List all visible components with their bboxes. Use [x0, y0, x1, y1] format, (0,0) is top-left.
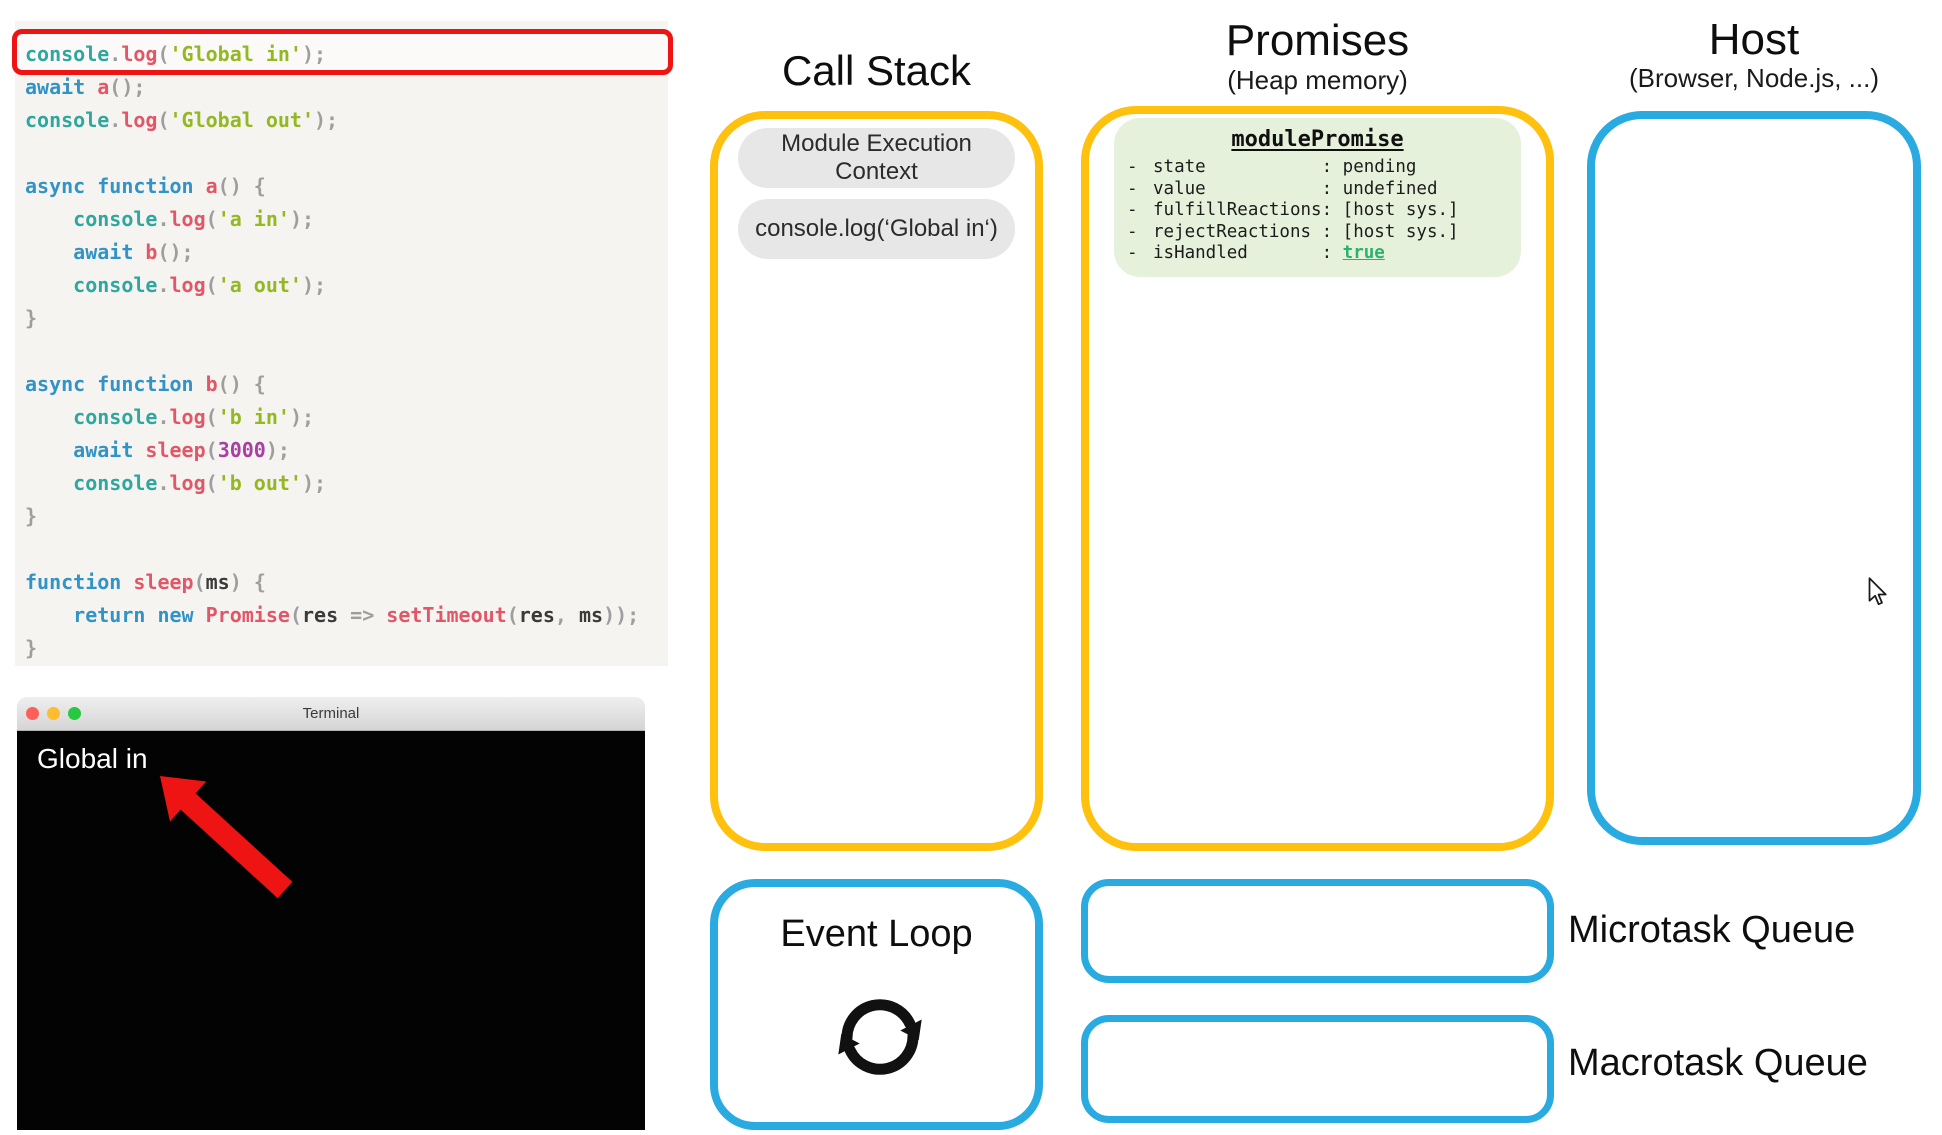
promise-field-row: -state : pending [1127, 157, 1417, 177]
code-line: return new Promise(res => setTimeout(res… [73, 603, 640, 627]
microtask-queue-label: Microtask Queue [1568, 909, 1856, 951]
refresh-icon [838, 999, 922, 1075]
zoom-button[interactable] [68, 707, 81, 720]
code-line: await a(); [25, 75, 146, 99]
promises-title: Promises [1225, 16, 1410, 65]
code-line: await b(); [73, 240, 194, 264]
code-line: } [25, 504, 38, 528]
code-line [25, 533, 668, 566]
code-line: async function a() { [25, 174, 266, 198]
terminal-output: Global in [17, 731, 645, 775]
code-editor: console.log('Global in'); await a(); conso… [12, 21, 673, 666]
promise-field-row: -rejectReactions : [host sys.] [1127, 221, 1459, 242]
terminal-window: Terminal Global in [17, 697, 645, 1131]
call-stack-frames: Module Execution Context console.log(‘Glo… [718, 119, 1035, 270]
close-button[interactable] [26, 707, 39, 720]
code-line: console.log('b out'); [73, 471, 327, 495]
code-line: console.log('b in'); [73, 405, 315, 429]
event-loop-label: Event Loop [780, 913, 973, 955]
code-line: await sleep(3000); [73, 438, 290, 462]
red-arrow-icon [160, 776, 293, 899]
code-line: console.log('a in'); [73, 207, 315, 231]
promises-subtitle: (Heap memory) [1227, 65, 1408, 95]
code-line: } [25, 306, 38, 330]
minimize-button[interactable] [47, 707, 60, 720]
host-title: Host [1708, 15, 1800, 64]
host-subtitle: (Browser, Node.js, ...) [1629, 63, 1879, 93]
promise-object: modulePromise -state : pending-value : u… [1114, 118, 1521, 277]
host-box [1587, 111, 1921, 845]
code-line: async function b() { [25, 372, 266, 396]
terminal-title: Terminal [302, 705, 360, 722]
promise-field-row: -value : undefined [1127, 178, 1438, 199]
promises-box: modulePromise -state : pending-value : u… [1081, 106, 1554, 851]
code-line: console.log('Global out'); [25, 108, 339, 132]
event-loop-box: Event Loop [710, 879, 1043, 1130]
code-lines: console.log('Global in'); await a(); conso… [15, 21, 668, 665]
microtask-queue-box [1081, 879, 1554, 983]
promise-object-name: modulePromise [1231, 127, 1404, 152]
code-line [25, 335, 668, 368]
current-line-highlight [12, 29, 673, 75]
terminal-title-bar: Terminal [17, 697, 645, 731]
promise-field-row: -fulfillReactions: [host sys.] [1127, 200, 1459, 220]
promise-fields: -state : pending-value : undefined-fulfi… [1114, 157, 1521, 265]
code-line: } [25, 636, 38, 660]
macrotask-queue-label: Macrotask Queue [1568, 1042, 1868, 1084]
terminal-body: Global in [17, 731, 645, 1130]
stack-frame: console.log(‘Global in‘) [738, 199, 1015, 259]
code-line: console.log('Global in'); [25, 42, 327, 66]
macrotask-queue-box [1081, 1015, 1554, 1123]
code-line: function sleep(ms) { [25, 570, 266, 594]
call-stack-title: Call Stack [781, 47, 972, 94]
promise-field-row: -isHandled : true [1127, 243, 1385, 263]
terminal-output-line: Global in [37, 743, 148, 774]
mouse-cursor [1868, 577, 1887, 606]
stack-frame: Module Execution Context [738, 128, 1015, 188]
call-stack-box: Module Execution Context console.log(‘Glo… [710, 111, 1043, 851]
code-line [25, 137, 668, 170]
code-line: console.log('a out'); [73, 273, 327, 297]
